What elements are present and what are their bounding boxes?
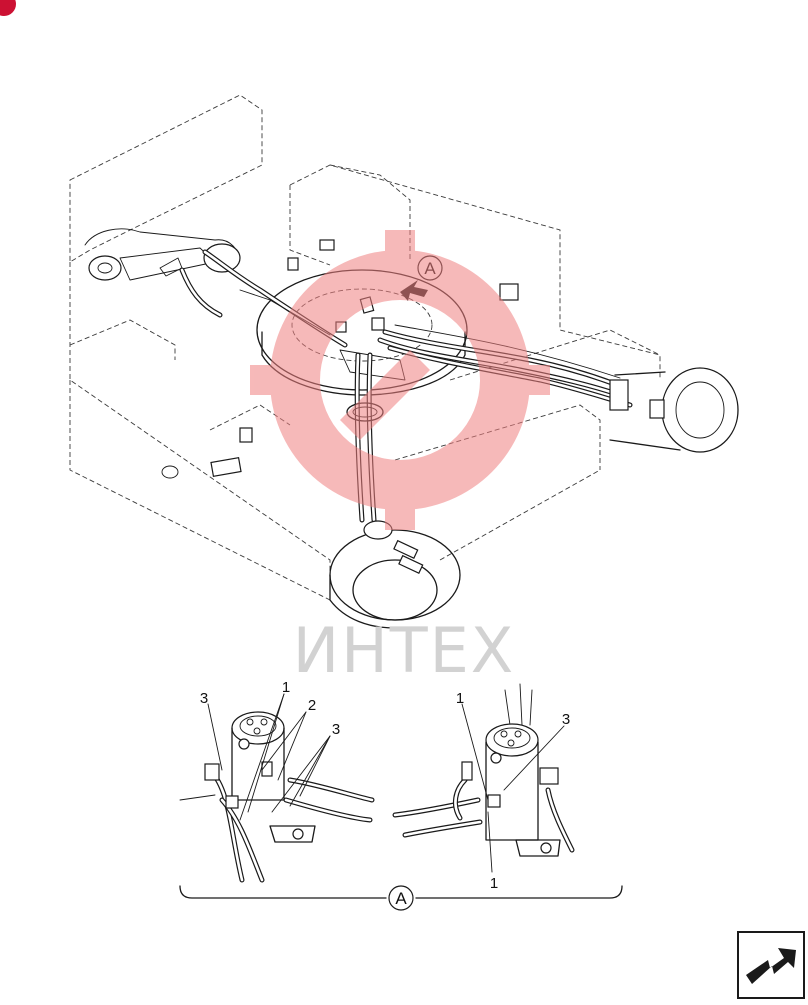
view-a-bracket: A xyxy=(179,885,623,911)
callout-left-2: 2 xyxy=(308,697,316,714)
callout-right-1b: 1 xyxy=(490,875,498,892)
callout-left-3b: 3 xyxy=(332,721,340,738)
view-a-bracket-label: A xyxy=(395,889,407,908)
detail-view-right: 1 3 1 xyxy=(392,683,575,892)
callout-right-3: 3 xyxy=(562,711,570,728)
watermark-gear-icon xyxy=(250,230,550,530)
return-arrow-icon[interactable] xyxy=(737,931,805,999)
callout-left-3a: 3 xyxy=(200,690,208,707)
callout-left-1: 1 xyxy=(282,679,290,696)
callout-right-1a: 1 xyxy=(456,690,464,707)
red-badge-icon xyxy=(0,0,16,16)
watermark-text: ИНТЕХ xyxy=(293,614,516,687)
detail-view-left: 3 1 2 3 xyxy=(179,679,375,883)
